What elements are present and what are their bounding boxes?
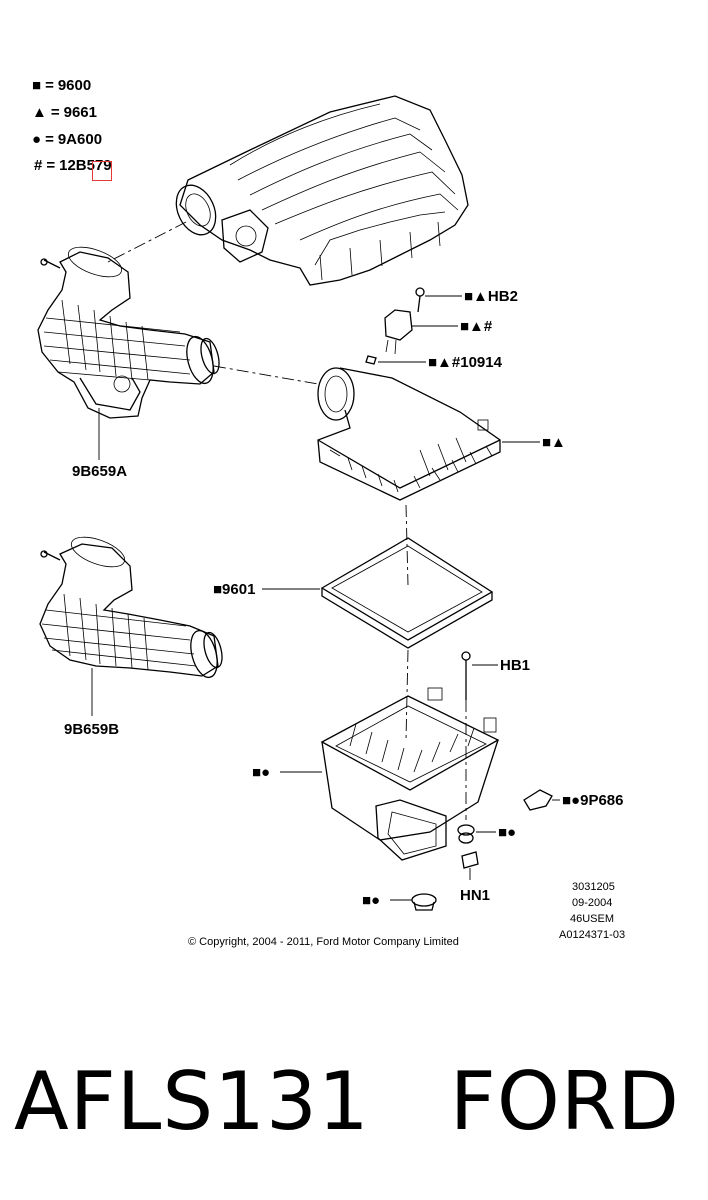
reference-line-3: 46USEM <box>570 913 614 925</box>
callout-hose-a: 9B659A <box>72 463 127 480</box>
grommet-bottom <box>411 893 437 911</box>
air-inlet-hose-a <box>37 246 220 419</box>
centerline-manifold <box>107 221 187 263</box>
callout-filter: ■9601 <box>213 581 255 598</box>
copyright-notice: © Copyright, 2004 - 2011, Ford Motor Com… <box>188 936 459 948</box>
callout-grommet-bottom-right: ■● <box>498 824 516 841</box>
footer-brand: FORD <box>449 1055 680 1148</box>
parts-diagram: ■=9600 ▲=9661 ●=9A600 #=12B579 <box>32 77 625 948</box>
reference-line-2: 09-2004 <box>572 897 612 909</box>
callout-sensor: ■▲# <box>460 318 493 335</box>
callout-grommet-bottom: ■● <box>362 892 380 909</box>
callout-upper-housing: ■▲ <box>542 434 566 451</box>
grommet-bottom-right <box>457 824 475 844</box>
grommet-9p686 <box>523 789 553 811</box>
air-cleaner-upper-housing <box>317 367 501 501</box>
bolt-hb2 <box>415 287 425 313</box>
reference-line-4: A0124371-03 <box>559 929 625 941</box>
clip-10914 <box>365 355 377 365</box>
centerline-lower <box>405 649 409 741</box>
nut-clip-hn1 <box>461 851 479 869</box>
centerline-filter <box>405 504 409 586</box>
callout-hb1: HB1 <box>500 657 530 674</box>
callout-grommet-right: ■●9P686 <box>562 792 624 809</box>
footer-title: AFLS131 FORD <box>14 1052 694 1152</box>
bolt-hb1 <box>461 651 471 820</box>
highlight-marker <box>92 161 112 181</box>
reference-block: 3031205 09-2004 46USEM A0124371-03 <box>559 881 625 941</box>
legend: ■=9600 ▲=9661 ●=9A600 #=12B579 <box>32 77 112 174</box>
callout-hn1: HN1 <box>460 887 490 904</box>
legend-row-3: ●=9A600 <box>32 131 102 148</box>
footer-part-number: AFLS131 <box>14 1055 370 1148</box>
legend-row-1: ■=9600 <box>32 77 91 94</box>
centerline-hose-upper <box>213 365 319 385</box>
callout-hose-b: 9B659B <box>64 721 119 738</box>
air-cleaner-lower-housing <box>320 687 500 861</box>
callout-hb2: ■▲HB2 <box>464 288 518 305</box>
reference-line-1: 3031205 <box>572 881 615 893</box>
callout-lower-housing: ■● <box>252 764 270 781</box>
callout-clip: ■▲#10914 <box>428 354 503 371</box>
legend-row-2: ▲=9661 <box>32 104 97 121</box>
air-inlet-hose-b <box>39 536 223 679</box>
intake-manifold <box>175 95 469 286</box>
air-filter-element <box>320 537 494 649</box>
mass-air-flow-sensor <box>384 309 413 355</box>
